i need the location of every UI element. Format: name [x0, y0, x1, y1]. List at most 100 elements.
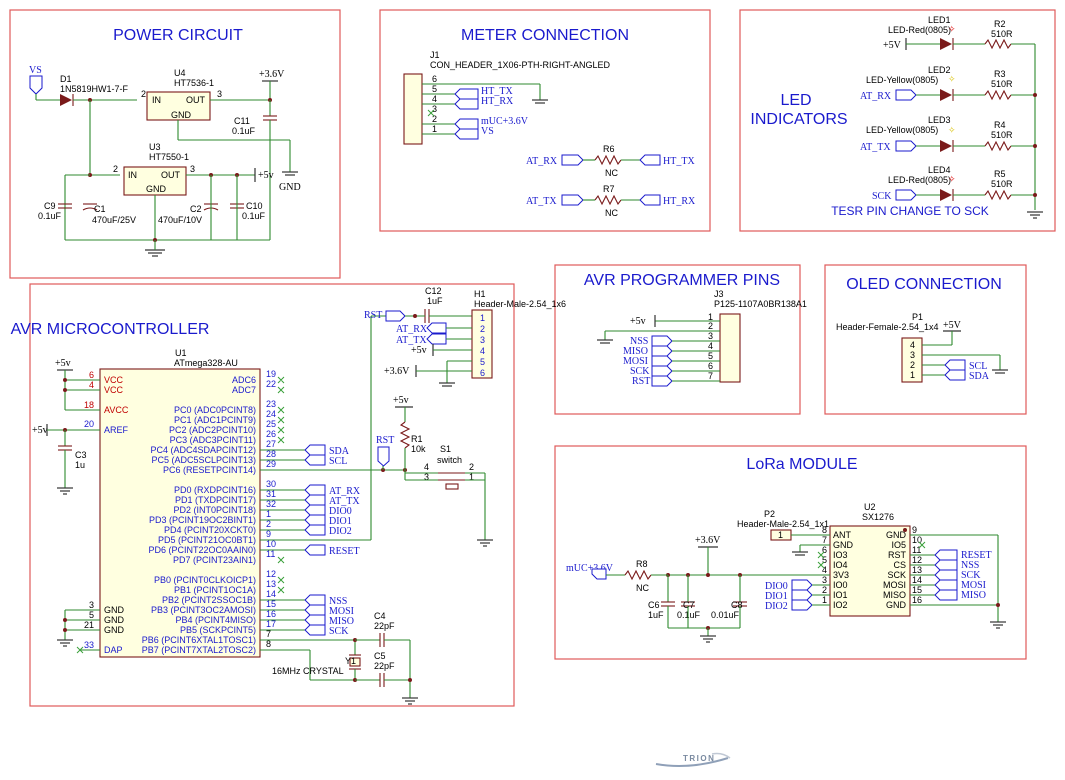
svg-text:RESET: RESET [961, 550, 992, 561]
svg-text:4: 4 [910, 340, 915, 350]
svg-text:5: 5 [708, 351, 713, 361]
svg-text:6: 6 [822, 545, 827, 555]
j3-value: P125-1107A0BR138A1 [714, 299, 807, 309]
svg-text:GND: GND [104, 605, 125, 615]
svg-text:GND: GND [886, 600, 907, 610]
svg-text:27: 27 [266, 439, 276, 449]
svg-text:NC: NC [605, 208, 618, 218]
svg-text:IO3: IO3 [833, 550, 848, 560]
u2-chip [829, 525, 911, 617]
led-indicators-title-line1: LED [780, 92, 811, 109]
u4-ref: U4 [174, 68, 186, 78]
svg-text:9: 9 [912, 525, 917, 535]
svg-text:OUT: OUT [161, 170, 181, 180]
svg-text:9: 9 [266, 529, 271, 539]
svg-text:16MHz CRYSTAL: 16MHz CRYSTAL [272, 666, 344, 676]
u1-ref: U1 [175, 348, 187, 358]
svg-text:470uF/10V: 470uF/10V [158, 215, 202, 225]
svg-text:PB3 (PCINT3OC2AMOSI): PB3 (PCINT3OC2AMOSI) [151, 605, 256, 615]
svg-text:switch: switch [437, 455, 462, 465]
svg-text:HT_RX: HT_RX [663, 196, 696, 207]
svg-text:25: 25 [266, 419, 276, 429]
svg-text:15: 15 [266, 599, 276, 609]
svg-text:24: 24 [266, 409, 276, 419]
svg-text:4: 4 [432, 94, 437, 104]
svg-text:MOSI: MOSI [623, 356, 648, 367]
svg-text:IO0: IO0 [833, 580, 848, 590]
svg-text:13: 13 [266, 579, 276, 589]
svg-text:19: 19 [266, 369, 276, 379]
power-circuit: VS D1 1N5819HW1-7-F 2 U4 HT7536-1 IN OUT… [29, 65, 301, 257]
svg-text:20: 20 [84, 419, 94, 429]
svg-text:NSS: NSS [961, 560, 979, 571]
p2-value: Header-Male-2.54_1x1 [737, 519, 829, 529]
svg-text:+5v: +5v [55, 358, 71, 369]
svg-text:11: 11 [266, 549, 275, 559]
avr-programmer-box [554, 264, 801, 415]
svg-text:+5v: +5v [393, 395, 409, 406]
svg-text:3: 3 [217, 89, 222, 99]
svg-text:RESET: RESET [329, 546, 360, 557]
svg-text:AT_TX: AT_TX [396, 335, 427, 346]
svg-text:PC6 (RESETPCINT14): PC6 (RESETPCINT14) [163, 465, 256, 475]
svg-text:4: 4 [822, 565, 827, 575]
svg-text:GND: GND [833, 540, 854, 550]
svg-text:PD5 (PCINT21OC0BT1): PD5 (PCINT21OC0BT1) [158, 535, 256, 545]
vs-port [29, 75, 43, 95]
meter-net-ht-tx: HT_TX [481, 86, 513, 97]
svg-text:PD4 (PCINT20XCKT0): PD4 (PCINT20XCKT0) [164, 525, 256, 535]
svg-text:470uF/25V: 470uF/25V [92, 215, 136, 225]
vs-label: VS [29, 65, 42, 76]
trion-logo: TRION [655, 752, 731, 767]
svg-text:0.01uF: 0.01uF [711, 610, 740, 620]
svg-text:13: 13 [912, 565, 922, 575]
svg-text:IN: IN [152, 95, 161, 105]
svg-text:AT_TX: AT_TX [526, 196, 557, 207]
meter-net-ht-rx: HT_RX [481, 96, 514, 107]
svg-text:7: 7 [708, 371, 713, 381]
svg-text:MOSI: MOSI [883, 580, 906, 590]
svg-text:C12: C12 [425, 286, 442, 296]
svg-text:510R: 510R [991, 179, 1013, 189]
svg-text:SDA: SDA [329, 446, 350, 457]
power-circuit-box [9, 9, 341, 279]
svg-text:MOSI: MOSI [961, 580, 986, 591]
svg-text:SCK: SCK [329, 626, 349, 637]
svg-text:GND: GND [279, 182, 301, 193]
svg-text:AT_RX: AT_RX [396, 324, 428, 335]
svg-text:2: 2 [266, 519, 271, 529]
u1-chip [99, 368, 261, 658]
svg-text:PB1 (PCINT1OC1A): PB1 (PCINT1OC1A) [174, 585, 256, 595]
svg-text:1: 1 [480, 313, 485, 323]
svg-text:DIO1: DIO1 [765, 591, 788, 602]
svg-text:+5v: +5v [630, 316, 646, 327]
svg-text:0.1uF: 0.1uF [38, 211, 62, 221]
oled-connection: P1 Header-Female-2.54_1x4 +5V 4 3 2 1 SC… [836, 312, 1008, 383]
svg-text:DAP: DAP [104, 645, 123, 655]
svg-text:31: 31 [266, 489, 276, 499]
svg-text:✧: ✧ [948, 125, 956, 135]
svg-text:DIO2: DIO2 [329, 526, 352, 537]
oled-connection-box [824, 264, 1027, 415]
svg-text:DIO0: DIO0 [329, 506, 352, 517]
svg-text:GND: GND [146, 184, 167, 194]
svg-text:28: 28 [266, 449, 276, 459]
svg-text:AT_RX: AT_RX [329, 486, 361, 497]
svg-text:23: 23 [266, 399, 276, 409]
svg-text:32: 32 [266, 499, 276, 509]
h1-header [471, 309, 493, 379]
svg-text:2: 2 [708, 321, 713, 331]
svg-text:2: 2 [480, 324, 485, 334]
svg-text:PD0 (RXDPCINT16): PD0 (RXDPCINT16) [174, 485, 256, 495]
svg-text:1: 1 [822, 595, 827, 605]
svg-text:C9: C9 [44, 201, 56, 211]
svg-text:2: 2 [432, 114, 437, 124]
svg-text:PB6 (PCINT6XTAL1TOSC1): PB6 (PCINT6XTAL1TOSC1) [142, 635, 256, 645]
meter-connection-title: METER CONNECTION [461, 27, 629, 44]
u4-out-3v6: +3.6V [259, 69, 285, 80]
svg-text:C6: C6 [648, 600, 660, 610]
svg-text:SCK: SCK [887, 570, 906, 580]
svg-text:12: 12 [912, 555, 922, 565]
svg-text:RST: RST [888, 550, 907, 560]
led1-ref: LED1 [928, 15, 951, 25]
